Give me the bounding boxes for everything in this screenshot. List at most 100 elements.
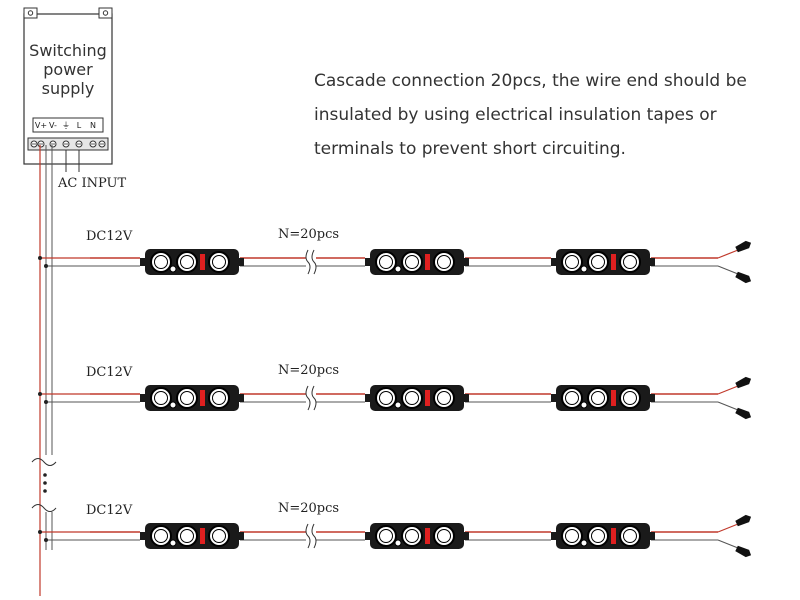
led-module-end-cap-right [649, 394, 655, 402]
led-lens-inner [437, 391, 451, 405]
row-voltage-label: DC12V [86, 229, 133, 244]
led-module-end-cap-left [140, 532, 146, 540]
note-line-1: Cascade connection 20pcs, the wire end s… [314, 71, 747, 91]
led-module-end-cap-left [365, 394, 371, 402]
led-lens-inner [212, 255, 226, 269]
led-lens [619, 251, 641, 273]
led-resistor [200, 528, 205, 544]
led-module [140, 385, 244, 411]
led-screw-hole [580, 401, 588, 409]
led-module [365, 249, 469, 275]
led-lens [150, 525, 172, 547]
led-lens-inner [212, 391, 226, 405]
ellipsis-dot-1 [43, 473, 47, 477]
insulation-cap [735, 407, 752, 420]
led-lens [176, 251, 198, 273]
insulation-cap-body [735, 407, 752, 420]
led-lens [401, 387, 423, 409]
led-module-end-cap-right [463, 532, 469, 540]
wire-break-mark [305, 523, 311, 549]
wire-break-mark [311, 249, 317, 275]
cascade-note: Cascade connection 20pcs, the wire end s… [314, 71, 747, 159]
led-lens [375, 251, 397, 273]
led-screw-hole [394, 401, 402, 409]
row-count-label: N=20pcs [278, 227, 339, 242]
led-module-end-cap-left [365, 258, 371, 266]
led-lens [176, 525, 198, 547]
led-module-end-cap-right [238, 258, 244, 266]
led-module-end-cap-left [551, 394, 557, 402]
wire-break-mark [311, 385, 317, 411]
bus-break-mark-bottom [31, 504, 57, 512]
led-module [551, 385, 655, 411]
led-lens-inner [379, 255, 393, 269]
led-lens [619, 387, 641, 409]
led-resistor [425, 254, 430, 270]
led-lens [433, 251, 455, 273]
led-module-end-cap-left [551, 532, 557, 540]
led-lens [561, 387, 583, 409]
psu-title-line-2: power [43, 60, 93, 79]
led-lens-inner [437, 255, 451, 269]
led-lens [208, 387, 230, 409]
led-lens-inner [565, 391, 579, 405]
led-screw-hole [394, 265, 402, 273]
wire-end-negative [717, 539, 739, 549]
led-resistor [611, 390, 616, 406]
insulation-cap-body [735, 514, 752, 527]
wire-end-positive [717, 249, 739, 259]
led-lens [561, 251, 583, 273]
junction-dot-negative [44, 538, 48, 542]
led-module-end-cap-left [140, 258, 146, 266]
led-lens-inner [591, 391, 605, 405]
insulation-cap-body [735, 376, 752, 389]
mounting-hole-right [102, 10, 109, 16]
led-module [365, 523, 469, 549]
led-module [140, 523, 244, 549]
led-lens-inner [154, 255, 168, 269]
note-line-2: insulated by using electrical insulation… [314, 105, 717, 125]
junction-dot-positive [38, 530, 42, 534]
led-module-end-cap-right [238, 532, 244, 540]
terminal-label-ground: ⏚ [62, 121, 70, 130]
insulation-cap [735, 240, 752, 253]
led-screw-hole [169, 265, 177, 273]
led-lens-inner [623, 391, 637, 405]
terminal-label-vplus: V+ [35, 121, 47, 130]
insulation-cap [735, 545, 752, 558]
psu-title-line-3: supply [42, 79, 95, 98]
led-lens-inner [405, 529, 419, 543]
led-lens-inner [180, 255, 194, 269]
power-supply: Switching power supply V+ V- ⏚ L N AC IN… [23, 7, 126, 191]
ellipsis-dot-2 [43, 481, 47, 485]
wire-end-negative [717, 401, 739, 411]
terminal-screws [30, 140, 106, 148]
led-lens-inner [405, 255, 419, 269]
wire-break-mark [305, 249, 311, 275]
insulation-cap [735, 514, 752, 527]
led-lens-inner [565, 529, 579, 543]
led-screw-hole [580, 265, 588, 273]
led-lens-inner [623, 255, 637, 269]
led-module-end-cap-left [140, 394, 146, 402]
led-lens [150, 251, 172, 273]
led-lens-inner [212, 529, 226, 543]
insulation-cap-body [735, 545, 752, 558]
wire-end-negative [717, 265, 739, 275]
led-module-end-cap-right [463, 258, 469, 266]
led-module-end-cap-left [365, 532, 371, 540]
terminal-label-l: L [77, 121, 82, 130]
row-voltage-label: DC12V [86, 503, 133, 518]
led-lens [401, 525, 423, 547]
mounting-tab-left [23, 7, 38, 19]
led-screw-hole [169, 539, 177, 547]
led-module [551, 249, 655, 275]
led-resistor [200, 390, 205, 406]
led-lens [619, 525, 641, 547]
led-lens-inner [379, 529, 393, 543]
led-lens-inner [180, 391, 194, 405]
